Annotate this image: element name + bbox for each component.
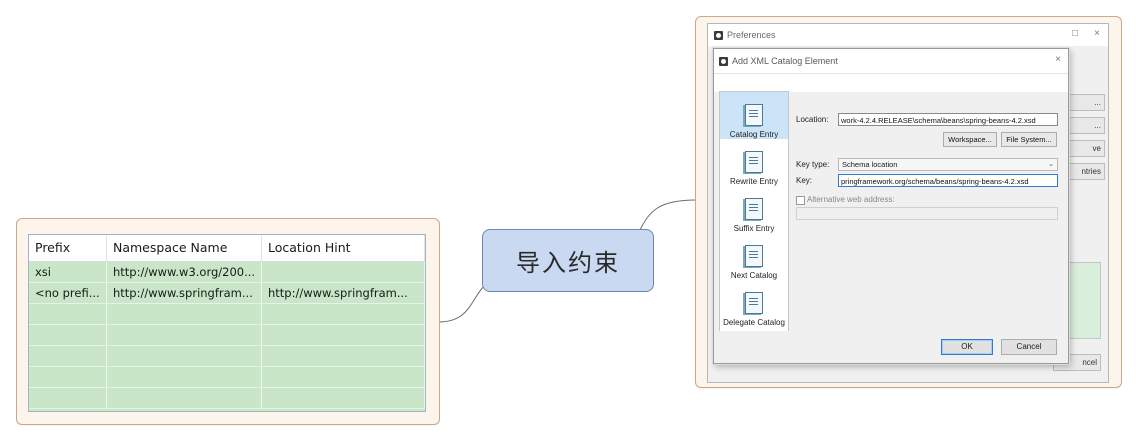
workspace-button[interactable]: Workspace... [943, 132, 997, 147]
ok-button[interactable]: OK [941, 339, 993, 355]
table-header: Prefix Namespace Name Location Hint [29, 235, 425, 262]
table-cell: http://www.springfram... [107, 283, 262, 303]
bg-button[interactable]: ... [1063, 117, 1105, 134]
next-catalog-item[interactable]: Next Catalog [720, 233, 788, 280]
table-cell: xsi [29, 262, 107, 282]
table-row-empty [29, 367, 425, 388]
table-cell: <no prefi... [29, 283, 107, 303]
column-header-namespace[interactable]: Namespace Name [107, 235, 262, 261]
table-cell: http://www.w3.org/200... [107, 262, 262, 282]
location-field[interactable]: work-4.2.4.RELEASE\schema\beans\spring-b… [838, 113, 1058, 126]
close-icon[interactable]: × [1094, 28, 1100, 39]
file-system-button[interactable]: File System... [1001, 132, 1057, 147]
catalog-entry-label: Catalog Entry [729, 130, 779, 139]
preferences-titlebar: Preferences □ × [708, 24, 1108, 46]
namespace-table: Prefix Namespace Name Location Hint xsi … [28, 234, 426, 412]
table-row-empty [29, 388, 425, 409]
next-catalog-label: Next Catalog [730, 271, 778, 280]
location-label: Location: [796, 115, 829, 124]
cancel-button[interactable]: Cancel [1001, 339, 1057, 355]
table-row-empty [29, 325, 425, 346]
column-header-location[interactable]: Location Hint [262, 235, 425, 261]
key-type-label: Key type: [796, 160, 830, 169]
table-row-empty [29, 346, 425, 367]
namespace-table-card: Prefix Namespace Name Location Hint xsi … [16, 218, 440, 425]
bg-button[interactable]: ... [1063, 94, 1105, 111]
dialog-close-icon[interactable]: × [1055, 54, 1061, 65]
catalog-type-list: Catalog Entry Rewrite Entry Suffix Entry… [719, 91, 789, 333]
key-field[interactable]: pringframework.org/schema/beans/spring-b… [838, 174, 1058, 187]
eclipse-icon [719, 56, 728, 66]
dialog-titlebar: Add XML Catalog Element × [714, 49, 1068, 74]
suffix-entry-item[interactable]: Suffix Entry [720, 186, 788, 233]
alt-web-address-field[interactable] [796, 207, 1058, 220]
suffix-entry-label: Suffix Entry [733, 224, 775, 233]
delegate-catalog-item[interactable]: Delegate Catalog [720, 280, 788, 327]
table-row-empty [29, 304, 425, 325]
chevron-down-icon: ⌄ [1048, 161, 1054, 168]
alt-web-address-label: Alternative web address: [807, 195, 895, 204]
bg-button[interactable]: ntries [1063, 163, 1105, 180]
next-catalog-icon [745, 245, 763, 267]
rewrite-entry-label: Rewrite Entry [729, 177, 778, 186]
connector-left [437, 284, 486, 323]
maximize-icon[interactable]: □ [1071, 28, 1078, 39]
delegate-catalog-label: Delegate Catalog [723, 318, 785, 327]
dialog-button-bar: OK Cancel [714, 331, 1068, 363]
bg-button[interactable]: ve [1063, 140, 1105, 157]
table-row[interactable]: <no prefi... http://www.springfram... ht… [29, 283, 425, 304]
table-row[interactable]: xsi http://www.w3.org/200... [29, 262, 425, 283]
preferences-title: Preferences [727, 30, 776, 40]
table-cell: http://www.springfram... [262, 283, 425, 303]
key-type-select[interactable]: Schema location ⌄ [838, 158, 1058, 171]
connector-right [639, 199, 697, 231]
rewrite-entry-item[interactable]: Rewrite Entry [720, 139, 788, 186]
alt-web-address-checkbox[interactable] [796, 196, 805, 205]
center-topic-node[interactable]: 导入约束 [482, 229, 654, 292]
catalog-entry-item[interactable]: Catalog Entry [720, 92, 788, 139]
dialog-screenshot-card: Preferences □ × ... ... ve ntries ncel A… [695, 16, 1122, 388]
key-type-value: Schema location [842, 160, 898, 169]
dialog-banner [714, 74, 1068, 92]
column-header-prefix[interactable]: Prefix [29, 235, 107, 261]
table-cell [262, 262, 425, 282]
suffix-entry-icon [745, 198, 763, 220]
add-xml-catalog-dialog: Add XML Catalog Element × Catalog Entry … [713, 48, 1069, 364]
key-label: Key: [796, 176, 813, 185]
dialog-title: Add XML Catalog Element [732, 56, 838, 66]
eclipse-icon [714, 30, 723, 40]
catalog-entry-icon [745, 104, 763, 126]
delegate-catalog-icon [745, 292, 763, 314]
bg-list-panel [1063, 262, 1101, 339]
rewrite-entry-icon [745, 151, 763, 173]
